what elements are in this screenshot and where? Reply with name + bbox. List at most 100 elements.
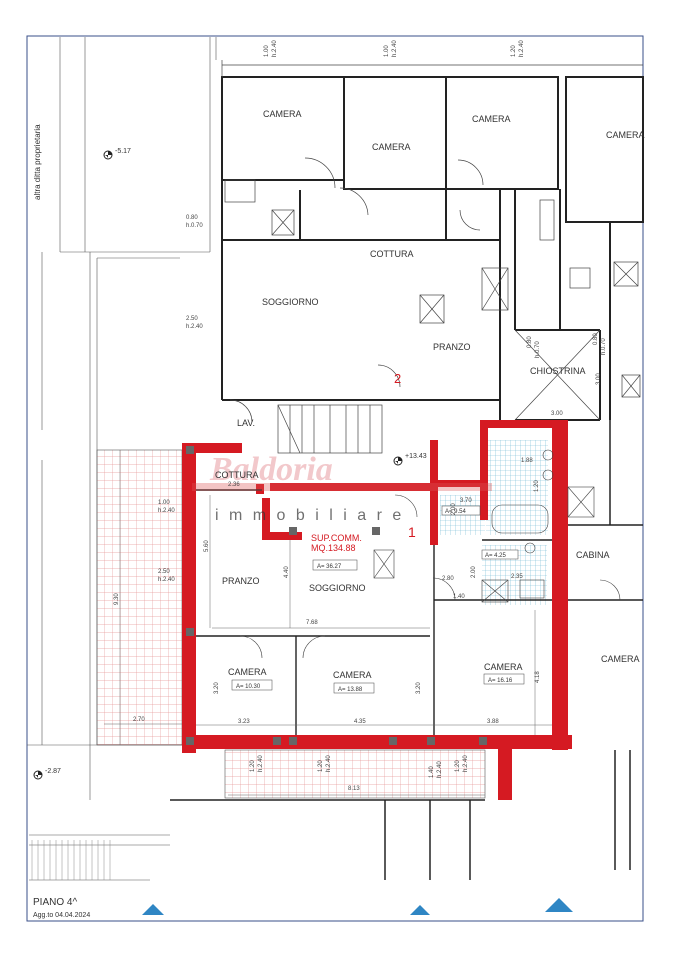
triangle-icon — [142, 904, 164, 915]
surface-label: SUP.COMM. — [311, 533, 362, 543]
svg-text:h.2.40: h.2.40 — [258, 755, 264, 772]
svg-text:A= 36.27: A= 36.27 — [317, 564, 342, 570]
room-label: CAMERA — [606, 130, 645, 140]
svg-text:3.88: 3.88 — [487, 719, 499, 725]
drawing-frame — [26, 35, 644, 922]
room-label: CAMERA — [263, 109, 302, 119]
svg-text:1.20: 1.20 — [318, 760, 324, 772]
svg-text:A= 9.54: A= 9.54 — [445, 509, 467, 515]
svg-text:2.35: 2.35 — [511, 574, 523, 580]
svg-text:h.0.70: h.0.70 — [601, 338, 607, 355]
svg-text:h.0.70: h.0.70 — [186, 223, 203, 229]
unit-interior — [196, 489, 643, 735]
room-label: SOGGIORNO — [262, 297, 319, 307]
svg-text:3.00: 3.00 — [551, 411, 563, 417]
svg-text:4.35: 4.35 — [354, 719, 366, 725]
room-label: COTTURA — [215, 470, 259, 480]
triangle-icon — [545, 898, 573, 912]
svg-text:2.36: 2.36 — [228, 482, 240, 488]
svg-text:h.2.40: h.2.40 — [158, 508, 175, 514]
level-marker-icon — [33, 770, 43, 780]
svg-text:1.20: 1.20 — [511, 45, 517, 57]
svg-text:0.80: 0.80 — [593, 333, 599, 345]
room-label: CABINA — [576, 550, 610, 560]
room-label: COTTURA — [370, 249, 414, 259]
svg-text:A= 13.88: A= 13.88 — [338, 687, 363, 693]
dimension-lines — [104, 450, 552, 796]
floor-title: PIANO 4^ — [33, 897, 77, 908]
level-bottom: -2.87 — [45, 768, 61, 775]
svg-text:h.2.40: h.2.40 — [463, 755, 469, 772]
svg-text:3.00: 3.00 — [596, 373, 602, 385]
triangle-icon — [410, 905, 430, 915]
svg-text:A= 10.30: A= 10.30 — [236, 684, 261, 690]
watermark-tagline: i m m o b i l i a r e — [215, 507, 404, 524]
svg-text:1.40: 1.40 — [429, 766, 435, 778]
update-date: Agg.to 04.04.2024 — [33, 912, 90, 919]
stair-marker: 2 — [394, 371, 401, 386]
svg-text:5.60: 5.60 — [204, 540, 210, 552]
svg-text:2.80: 2.80 — [442, 576, 454, 582]
room-label: CAMERA — [601, 654, 640, 664]
level-marker-icon — [103, 150, 113, 160]
svg-text:0.80: 0.80 — [186, 215, 198, 221]
room-label: CAMERA — [484, 662, 523, 672]
svg-text:2.50: 2.50 — [186, 316, 198, 322]
svg-text:A= 4.25: A= 4.25 — [485, 553, 507, 559]
room-label: CAMERA — [372, 142, 411, 152]
svg-text:3.23: 3.23 — [238, 719, 250, 725]
room-label: SOGGIORNO — [309, 583, 366, 593]
room-label: CHIOSTRINA — [530, 366, 586, 376]
svg-text:h.2.40: h.2.40 — [326, 755, 332, 772]
svg-text:8.13: 8.13 — [348, 786, 360, 792]
svg-text:1.00: 1.00 — [158, 500, 170, 506]
dimension-labels: 1.00 h.2.40 1.00 h.2.40 1.20 h.2.40 0.80… — [114, 40, 607, 792]
unit-marker: 1 — [408, 524, 416, 540]
svg-text:3.20: 3.20 — [416, 682, 422, 694]
right-building — [170, 420, 643, 880]
terrace-south — [224, 749, 486, 799]
area-box: A= 10.30 — [231, 679, 273, 691]
room-label: CAMERA — [333, 670, 372, 680]
svg-text:3.20: 3.20 — [214, 682, 220, 694]
svg-text:h.2.40: h.2.40 — [392, 40, 398, 57]
svg-text:h.2.40: h.2.40 — [186, 324, 203, 330]
svg-text:A= 16.16: A= 16.16 — [488, 678, 513, 684]
svg-text:1.20: 1.20 — [455, 760, 461, 772]
svg-text:h.2.40: h.2.40 — [272, 40, 278, 57]
neighbor-label: altra ditta proprietaria — [33, 124, 42, 200]
svg-text:1.20: 1.20 — [534, 480, 540, 492]
room-label: PRANZO — [433, 342, 471, 352]
room-label: CAMERA — [472, 114, 511, 124]
svg-text:4.18: 4.18 — [535, 671, 541, 683]
room-label: LAV. — [237, 418, 255, 428]
pillars — [186, 446, 487, 745]
area-box: A= 36.27 — [312, 559, 358, 571]
svg-text:2.00: 2.00 — [451, 503, 457, 515]
svg-text:2.00: 2.00 — [471, 566, 477, 578]
level-top: -5.17 — [115, 148, 131, 155]
area-box: A= 9.54 — [441, 505, 481, 516]
area-box: A= 13.88 — [333, 682, 375, 694]
svg-text:1.00: 1.00 — [264, 45, 270, 57]
upper-walls — [221, 76, 644, 421]
room-label: PRANZO — [222, 576, 260, 586]
svg-text:1.00: 1.00 — [384, 45, 390, 57]
svg-text:h.2.40: h.2.40 — [519, 40, 525, 57]
bath-tiles-1 — [486, 440, 548, 535]
svg-text:h.2.40: h.2.40 — [158, 577, 175, 583]
svg-text:4.40: 4.40 — [284, 566, 290, 578]
watermark-band — [192, 483, 492, 491]
level-stair: +13.43 — [405, 453, 427, 460]
svg-text:2.70: 2.70 — [133, 717, 145, 723]
svg-text:h.2.40: h.2.40 — [437, 761, 443, 778]
area-box: A= 4.25 — [481, 549, 519, 560]
room-label: CAMERA — [228, 667, 267, 677]
svg-text:0.80: 0.80 — [527, 336, 533, 348]
svg-text:1.40: 1.40 — [453, 594, 465, 600]
surface-value: MQ.134.88 — [311, 543, 356, 553]
unit-doors — [239, 449, 621, 659]
svg-text:1.20: 1.20 — [250, 760, 256, 772]
svg-text:7.68: 7.68 — [306, 620, 318, 626]
